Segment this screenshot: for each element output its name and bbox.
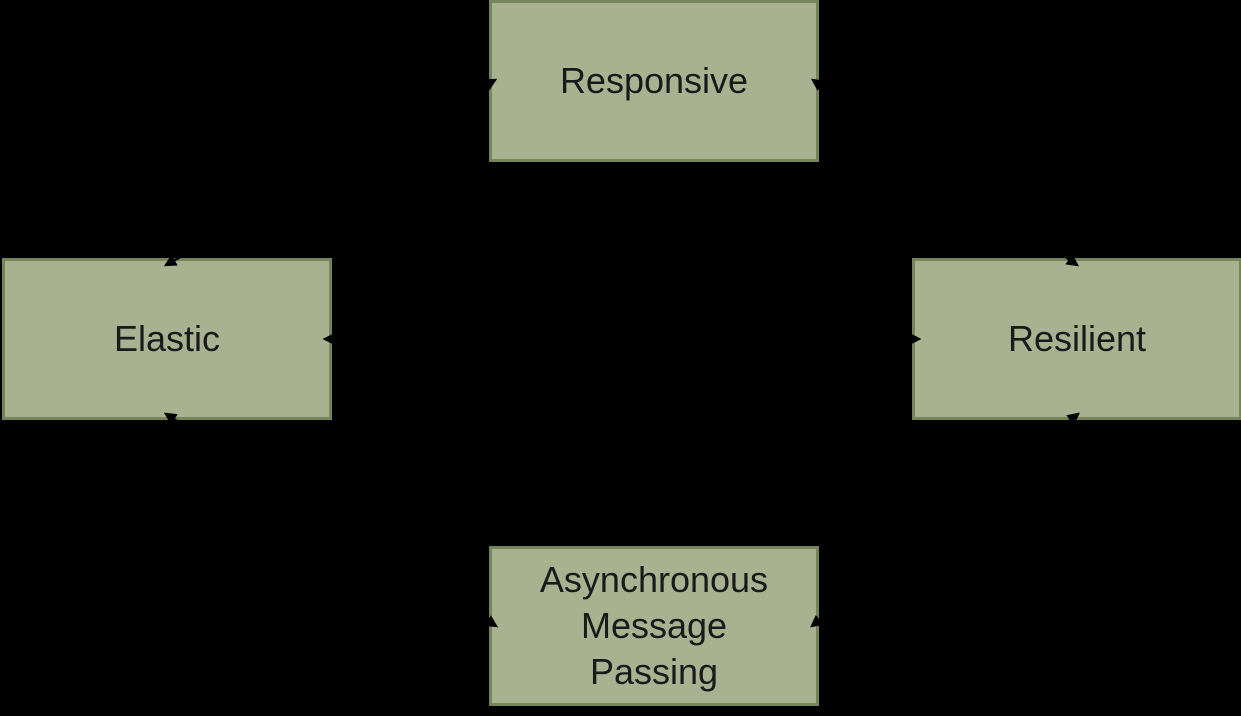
node-async-message-passing: Asynchronous Message Passing (489, 546, 819, 706)
connector-async-elastic (163, 412, 499, 628)
connector-async-resilient (810, 412, 1080, 628)
node-elastic: Elastic (2, 258, 332, 420)
node-elastic-label: Elastic (113, 318, 221, 359)
node-resilient-label: Resilient (1007, 318, 1147, 359)
node-resilient: Resilient (912, 258, 1241, 420)
node-responsive-label: Responsive (559, 60, 749, 101)
node-async-message-passing-label: Asynchronous Message Passing (539, 559, 769, 692)
node-responsive: Responsive (489, 0, 819, 162)
connector-resilient-responsive (810, 78, 1080, 267)
connector-elastic-responsive (163, 78, 498, 267)
